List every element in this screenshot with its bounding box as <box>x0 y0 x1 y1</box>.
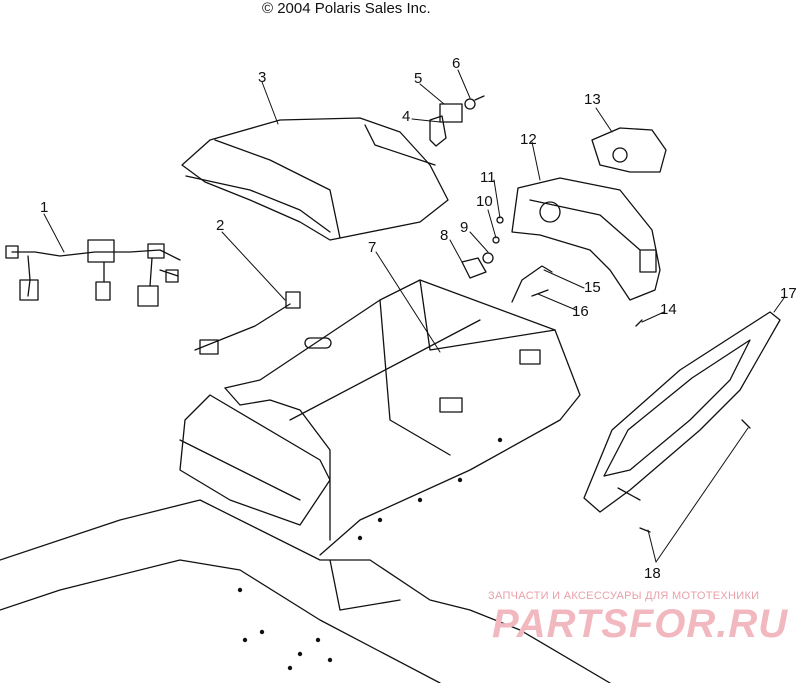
leader-lines <box>43 69 785 563</box>
callout-6: 6 <box>452 55 460 72</box>
part-4-5-6-latch <box>429 95 485 147</box>
callout-labels: 1 2 3 4 5 6 7 8 9 10 11 12 13 14 15 16 1… <box>40 55 797 582</box>
callout-13: 13 <box>584 91 601 108</box>
callout-14: 14 <box>660 301 677 318</box>
callout-11: 11 <box>480 169 496 186</box>
copyright-notice: © 2004 Polaris Sales Inc. <box>262 0 431 17</box>
part-1-wiring-harness <box>5 239 181 307</box>
part-18-fasteners <box>639 419 751 533</box>
part-17-side-panel <box>583 311 781 513</box>
part-2-cable <box>194 291 301 355</box>
callout-1: 1 <box>40 199 48 216</box>
part-14-16-hardware <box>511 265 643 327</box>
callout-9: 9 <box>460 219 468 236</box>
callout-5: 5 <box>414 70 422 87</box>
callout-10: 10 <box>476 193 493 210</box>
frame-holes <box>237 437 503 671</box>
part-12-rear-cover <box>511 177 661 301</box>
callout-4: 4 <box>402 108 410 125</box>
callout-2: 2 <box>216 217 224 234</box>
callout-18: 18 <box>644 565 661 582</box>
callout-16: 16 <box>572 303 589 320</box>
callout-7: 7 <box>368 239 376 256</box>
part-7-frame <box>0 279 611 683</box>
callout-17: 17 <box>780 285 797 302</box>
watermark-logo: PARTSFOR.RU <box>492 602 789 646</box>
callout-8: 8 <box>440 227 448 244</box>
part-3-seat <box>181 117 449 241</box>
callout-12: 12 <box>520 131 537 148</box>
watermark-tagline: ЗАПЧАСТИ И АКСЕССУАРЫ ДЛЯ МОТОТЕХНИКИ <box>488 590 760 602</box>
callout-15: 15 <box>584 279 601 296</box>
callout-3: 3 <box>258 69 266 86</box>
part-8-11-fasteners <box>461 216 504 279</box>
part-13-taillight <box>591 127 667 173</box>
